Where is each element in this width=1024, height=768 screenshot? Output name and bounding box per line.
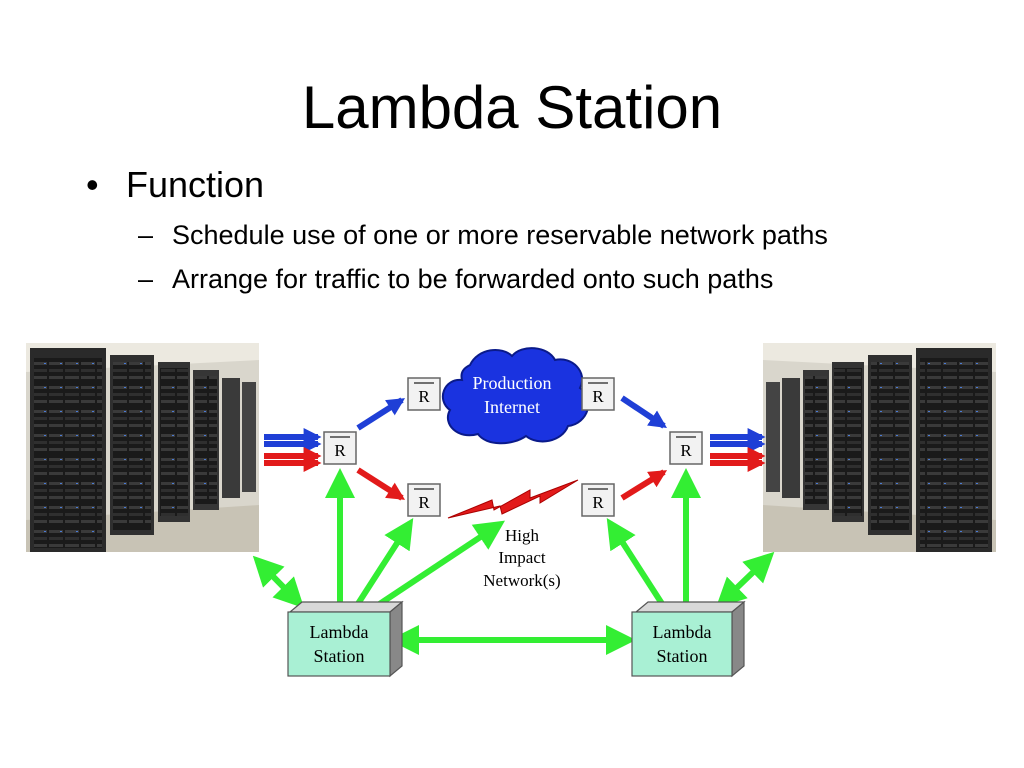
sub-item-arrange: –Arrange for traffic to be forwarded ont… — [138, 262, 773, 296]
router-right-edge: R — [669, 431, 703, 465]
lambda-station-right: Lambda Station — [631, 600, 746, 678]
traffic-arrows — [264, 395, 766, 501]
right-server-room-image — [763, 343, 996, 552]
arrow-ls-room — [252, 555, 305, 609]
router-label: R — [418, 387, 430, 406]
router-label: R — [592, 387, 604, 406]
router-upper-left: R — [407, 377, 441, 411]
dash-marker: – — [138, 220, 154, 250]
lambda-station-left: Lambda Station — [287, 600, 404, 678]
left-server-room-image — [26, 343, 259, 552]
red-arrow-down-left — [356, 467, 406, 501]
arrow-ls-r-lower — [349, 517, 414, 615]
production-internet-cloud: Production Internet — [441, 347, 590, 445]
dash-marker: – — [138, 264, 154, 294]
cloud-label-line2: Internet — [484, 397, 540, 417]
bullet-text: Function — [126, 164, 265, 205]
router-label: R — [334, 441, 346, 460]
sub-item-schedule: –Schedule use of one or more reservable … — [138, 218, 828, 252]
bullet-function: • Function — [86, 164, 264, 206]
cloud-label-line1: Production — [473, 373, 552, 393]
hin-label-line1: High — [505, 526, 540, 545]
router-label: R — [592, 493, 604, 512]
station-label-line1: Lambda — [310, 622, 369, 642]
sub-item-text: Schedule use of one or more reservable n… — [172, 220, 828, 250]
router-left-edge: R — [323, 431, 357, 465]
station-label-line2: Station — [313, 646, 364, 666]
slide-title: Lambda Station — [301, 74, 723, 141]
router-lower-right: R — [581, 483, 615, 517]
arrow-rs-r-lower — [606, 517, 671, 615]
arrow-ls-hin — [364, 520, 505, 616]
station-label-line2: Station — [656, 646, 707, 666]
bullet-dot: • — [86, 164, 99, 205]
network-diagram: Production Internet High Impact Network(… — [26, 343, 996, 678]
sub-item-text: Arrange for traffic to be forwarded onto… — [172, 264, 774, 294]
arrow-rs-room — [715, 551, 775, 609]
blue-arrow-down-right — [620, 395, 667, 429]
high-impact-network-bolt: High Impact Network(s) — [447, 479, 579, 590]
router-lower-left: R — [407, 483, 441, 517]
router-label: R — [680, 441, 692, 460]
router-label: R — [418, 493, 430, 512]
blue-arrow-up-left — [356, 397, 406, 431]
router-upper-right: R — [581, 377, 615, 411]
green-control-arrows — [252, 468, 775, 655]
red-arrow-up-right — [620, 469, 668, 501]
station-label-line1: Lambda — [653, 622, 712, 642]
hin-label-line3: Network(s) — [483, 571, 560, 590]
hin-label-line2: Impact — [498, 548, 545, 567]
